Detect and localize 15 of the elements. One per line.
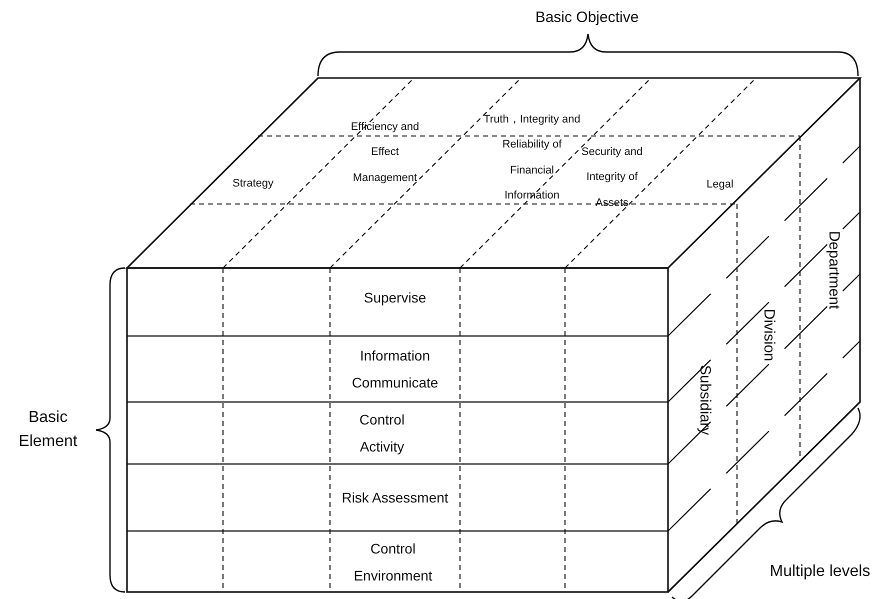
objective-label: Efficiency and Effect Management: [350, 120, 420, 186]
axis-title: Multiple levels: [768, 562, 872, 582]
component-label: Control Environment: [352, 539, 434, 585]
axis-title: Basic Element: [18, 408, 78, 452]
objective-label: Strategy: [232, 176, 274, 192]
objective-label: Legal: [706, 177, 734, 192]
axis-title: Basic Objective: [534, 8, 640, 28]
component-label: Information Communicate: [350, 346, 440, 392]
component-label: Risk Assessment: [340, 488, 450, 508]
component-label: Control Activity: [358, 410, 406, 456]
level-label: Division: [759, 308, 778, 364]
component-label: Supervise: [362, 288, 428, 308]
level-label: Department: [824, 230, 844, 312]
objective-label: Truth，Integrity and Reliability of Financial Information: [482, 112, 582, 204]
level-label: Subsidiary: [695, 364, 714, 438]
